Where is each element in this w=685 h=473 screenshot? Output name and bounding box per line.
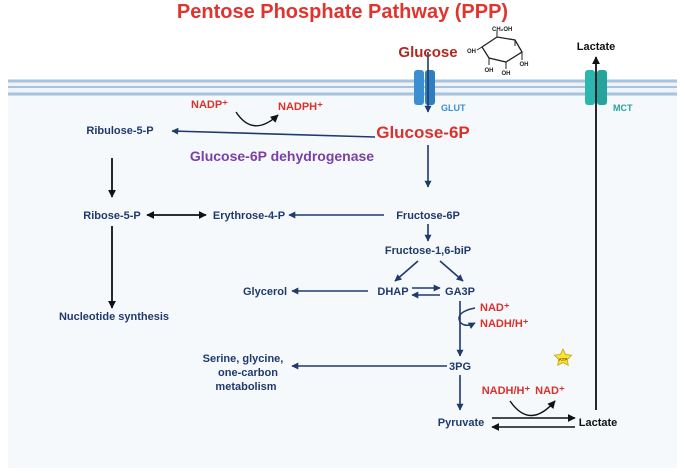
nadh-label-1: NADH/H⁺: [480, 318, 529, 330]
oh-label-4: OH: [520, 62, 529, 68]
fructose-16-bip-label: Fructose-1,6-biP: [385, 245, 471, 257]
mct-transporter: [585, 70, 607, 105]
arrow-g6p-to-ribulose: [171, 127, 376, 138]
pathway-arrows: [108, 56, 600, 431]
pyruvate-label: Pyruvate: [438, 417, 484, 429]
arrow-nadp-to-nadph: [235, 111, 279, 127]
arrow-nadh-to-nad: [509, 400, 556, 417]
erythrose-4-p-label: Erythrose-4-P: [213, 210, 285, 222]
glucose-ring-structure: [476, 30, 523, 69]
glycerol-label: Glycerol: [243, 286, 287, 298]
g6pd-label: Glucose-6P dehydrogenase: [190, 148, 374, 164]
arrow-f16bip-to-ga3p: [439, 260, 464, 282]
cell-membrane: [8, 79, 677, 96]
3pg-label: 3PG: [449, 361, 471, 373]
oh-label-3: OH: [502, 71, 511, 77]
ch2oh-label: CH₂OH: [492, 27, 512, 33]
mct-label: MCT: [613, 103, 633, 113]
lactate-inside-label: Lactate: [579, 417, 618, 429]
nadp-label: NADP⁺: [191, 99, 228, 111]
glucose-6p-label: Glucose-6P: [376, 123, 470, 142]
atp-star-icon: [553, 348, 573, 367]
atp-label: ATP: [559, 357, 568, 362]
serine-label-line2: one-carbon: [218, 367, 278, 379]
cytosol-area: [8, 96, 677, 468]
ga3p-label: GA3P: [445, 286, 475, 298]
nad-label-2: NAD⁺: [535, 385, 565, 397]
oh-label-1: OH: [467, 49, 476, 55]
oh-label-2: OH: [485, 68, 494, 74]
ribose-5-p-label: Ribose-5-P: [83, 210, 140, 222]
nadph-label: NADPH⁺: [278, 101, 323, 113]
arrow-f16bip-to-dhap: [394, 260, 419, 282]
glut-transporter: [414, 52, 435, 113]
nad-label-1: NAD⁺: [480, 302, 510, 314]
nucleotide-synthesis-label: Nucleotide synthesis: [59, 311, 169, 323]
glut-label: GLUT: [441, 103, 466, 113]
serine-label-line3: metabolism: [215, 381, 276, 393]
serine-label-line1: Serine, glycine,: [203, 353, 284, 365]
ribulose-5-p-label: Ribulose-5-P: [86, 125, 153, 137]
dhap-label: DHAP: [377, 286, 408, 298]
fructose-6p-label: Fructose-6P: [396, 210, 460, 222]
glucose-label: Glucose: [398, 44, 457, 61]
title: Pentose Phosphate Pathway (PPP): [177, 1, 508, 23]
arrow-nad-to-nadh: [458, 307, 476, 329]
nadh-label-2: NADH/H⁺: [482, 385, 531, 397]
lactate-outside-label: Lactate: [577, 41, 616, 53]
